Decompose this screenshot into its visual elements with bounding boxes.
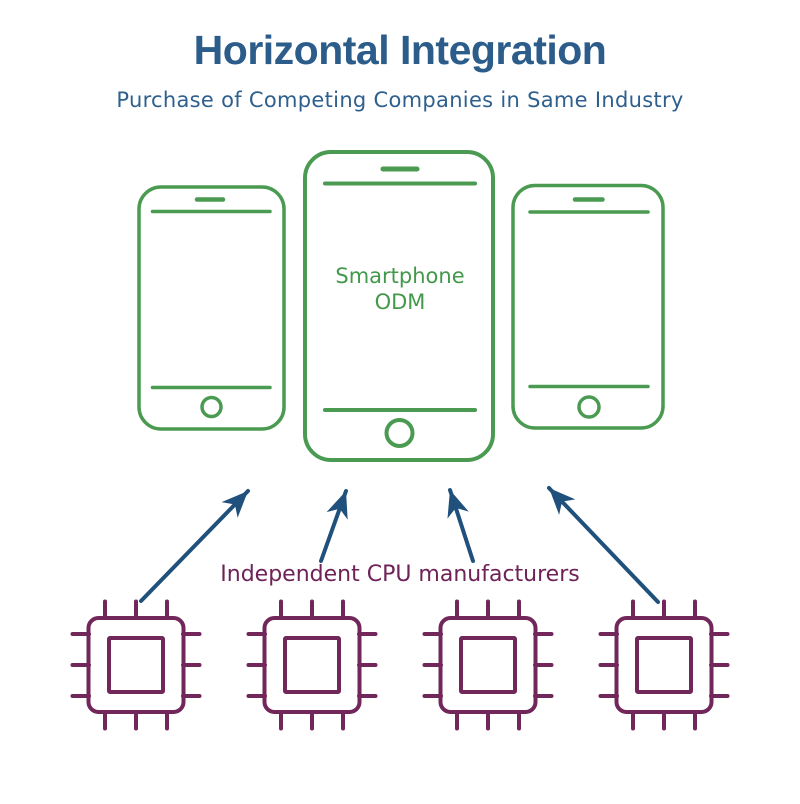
phone-body (511, 183, 665, 430)
phone-body (303, 150, 495, 462)
phone-home-button (200, 395, 223, 419)
chip-pins (70, 599, 202, 731)
chip-pins (422, 599, 554, 731)
cpu-chip-icon-3 (422, 599, 554, 731)
up-arrow-icon-2 (319, 489, 348, 563)
smartphone-outline-icon-left (137, 185, 286, 431)
chip-pins (598, 599, 730, 731)
chip-core (107, 636, 165, 694)
smartphone-outline-icon-center (303, 150, 495, 462)
chip-body (438, 616, 538, 714)
up-arrow-icons (139, 486, 660, 604)
chip-body (614, 616, 714, 714)
phone-home-button (384, 418, 415, 448)
smartphone-odm-label-line1: Smartphone (335, 264, 465, 288)
smartphone-odm-label-line2: ODM (374, 290, 426, 314)
chip-core (283, 636, 341, 694)
cpu-chip-icon-2 (246, 599, 378, 731)
smartphone-odm-label: Smartphone ODM (319, 263, 481, 315)
cpu-chip-icon-4 (598, 599, 730, 731)
chip-core (635, 636, 693, 694)
chip-pins (246, 599, 378, 731)
chip-core (459, 636, 517, 694)
phone-body (137, 185, 286, 431)
up-arrow-icon-1 (139, 489, 250, 603)
chip-body (262, 616, 362, 714)
up-arrow-icon-3 (447, 488, 475, 563)
page-subtitle: Purchase of Competing Companies in Same … (116, 88, 684, 112)
chip-body (86, 616, 186, 714)
cpu-chip-icon-1 (70, 599, 202, 731)
page-title: Horizontal Integration (193, 27, 607, 73)
smartphone-outline-icon-right (511, 183, 665, 430)
up-arrow-icon-4 (547, 486, 660, 604)
phone-home-button (577, 395, 601, 419)
cpu-manufacturers-label: Independent CPU manufacturers (220, 562, 580, 587)
